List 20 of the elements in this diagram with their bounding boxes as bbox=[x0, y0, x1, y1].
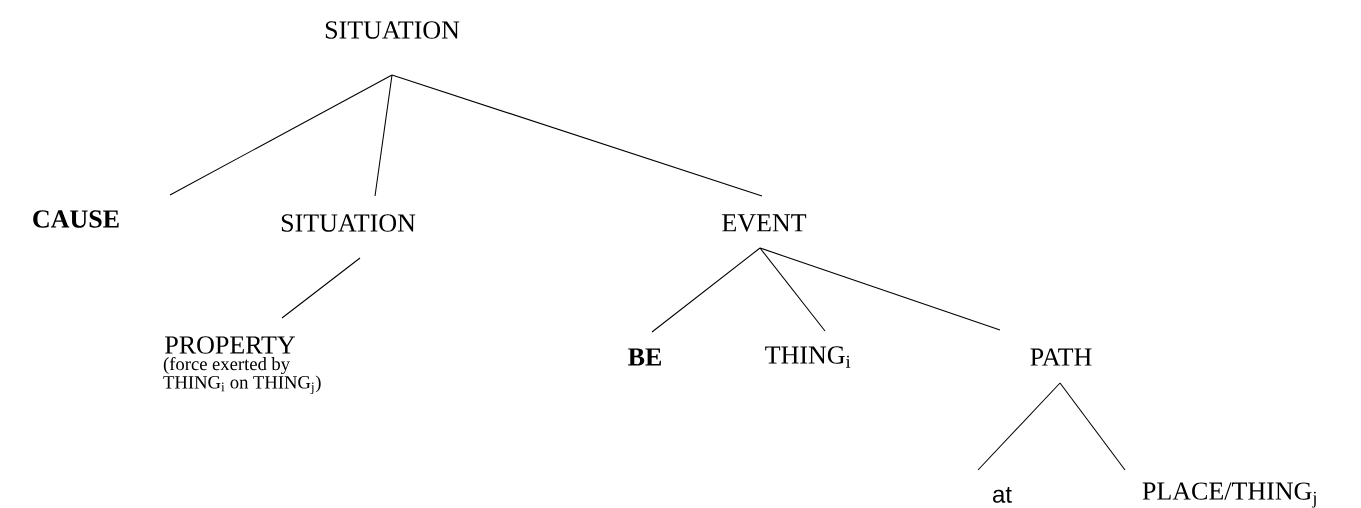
tree-branch bbox=[759, 247, 1001, 331]
tree-branch bbox=[281, 257, 361, 319]
tree-branch bbox=[651, 247, 761, 333]
tree-branch bbox=[1059, 382, 1126, 471]
tree-branch bbox=[374, 74, 393, 197]
tree-label: PATH bbox=[1030, 348, 1092, 366]
tree-branch bbox=[977, 382, 1061, 471]
tree-label: CAUSE bbox=[33, 210, 119, 228]
tree-label: at bbox=[993, 487, 1012, 503]
tree-label: PLACE/THING$_{j}$ bbox=[1142, 482, 1316, 508]
tree-branch bbox=[169, 74, 393, 196]
tree-label: EVENT bbox=[722, 214, 807, 232]
tree-branch bbox=[759, 247, 826, 332]
annotation-text: (force exerted by THING$_{i}$ on THING$_{j}$) bbox=[163, 356, 321, 395]
tree-label: PROPERTY bbox=[165, 336, 295, 354]
tree-label: BE bbox=[628, 348, 661, 366]
tree-label: THING$_{i}$ bbox=[765, 346, 851, 368]
tree-branch bbox=[391, 74, 763, 197]
tree-label: SITUATION bbox=[281, 214, 416, 232]
tree-label: SITUATION bbox=[325, 21, 460, 39]
